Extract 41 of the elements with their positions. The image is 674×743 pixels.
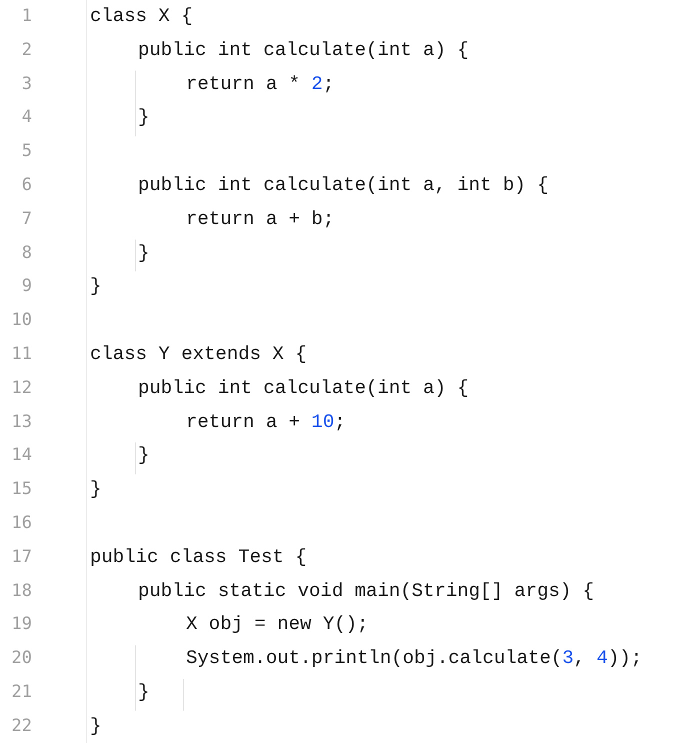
code-line: System.out.println(obj.calculate(3, 4));: [186, 647, 642, 670]
line-number: 22: [10, 716, 32, 736]
code-line: X obj = new Y();: [186, 613, 368, 636]
code-line: }: [90, 478, 102, 500]
code-line: }: [138, 242, 150, 264]
code-line: }: [90, 714, 102, 737]
code-line: }: [138, 106, 150, 128]
line-number: 3: [20, 74, 32, 94]
code-line: public class Test {: [90, 546, 307, 568]
line-number: 11: [10, 344, 32, 364]
code-line: }: [90, 275, 102, 298]
line-number: 7: [20, 208, 32, 229]
line-number: 10: [10, 310, 32, 330]
line-number: 6: [20, 175, 32, 195]
line-number: 8: [20, 242, 32, 263]
line-number: 14: [10, 445, 32, 466]
code-line: class X {: [90, 5, 193, 27]
code-line: return a + 10;: [186, 410, 346, 433]
code-line: public static void main(String[] args) {: [138, 580, 594, 602]
line-number: 2: [20, 40, 32, 60]
line-number: 18: [10, 580, 32, 601]
line-number: 9: [20, 276, 32, 296]
code-line: public int calculate(int a) {: [138, 376, 469, 399]
line-number: 20: [10, 648, 32, 668]
code-line: public int calculate(int a) {: [138, 38, 469, 61]
line-number: 12: [10, 378, 32, 398]
code-line: return a * 2;: [186, 72, 334, 95]
code-line: class Y extends X {: [90, 343, 307, 365]
line-number: 16: [10, 513, 32, 533]
code-line: }: [138, 681, 150, 703]
line-number: 21: [10, 682, 32, 702]
line-number: 4: [20, 107, 32, 128]
line-number: 5: [20, 141, 32, 162]
line-number: 17: [10, 546, 32, 567]
line-number: 15: [10, 479, 32, 500]
code-line: }: [138, 444, 150, 466]
code-line: return a + b;: [186, 208, 334, 230]
code-line: public int calculate(int a, int b) {: [138, 174, 548, 196]
line-number: 13: [10, 412, 32, 432]
line-number: 19: [10, 614, 32, 634]
line-number: 1: [20, 6, 32, 26]
